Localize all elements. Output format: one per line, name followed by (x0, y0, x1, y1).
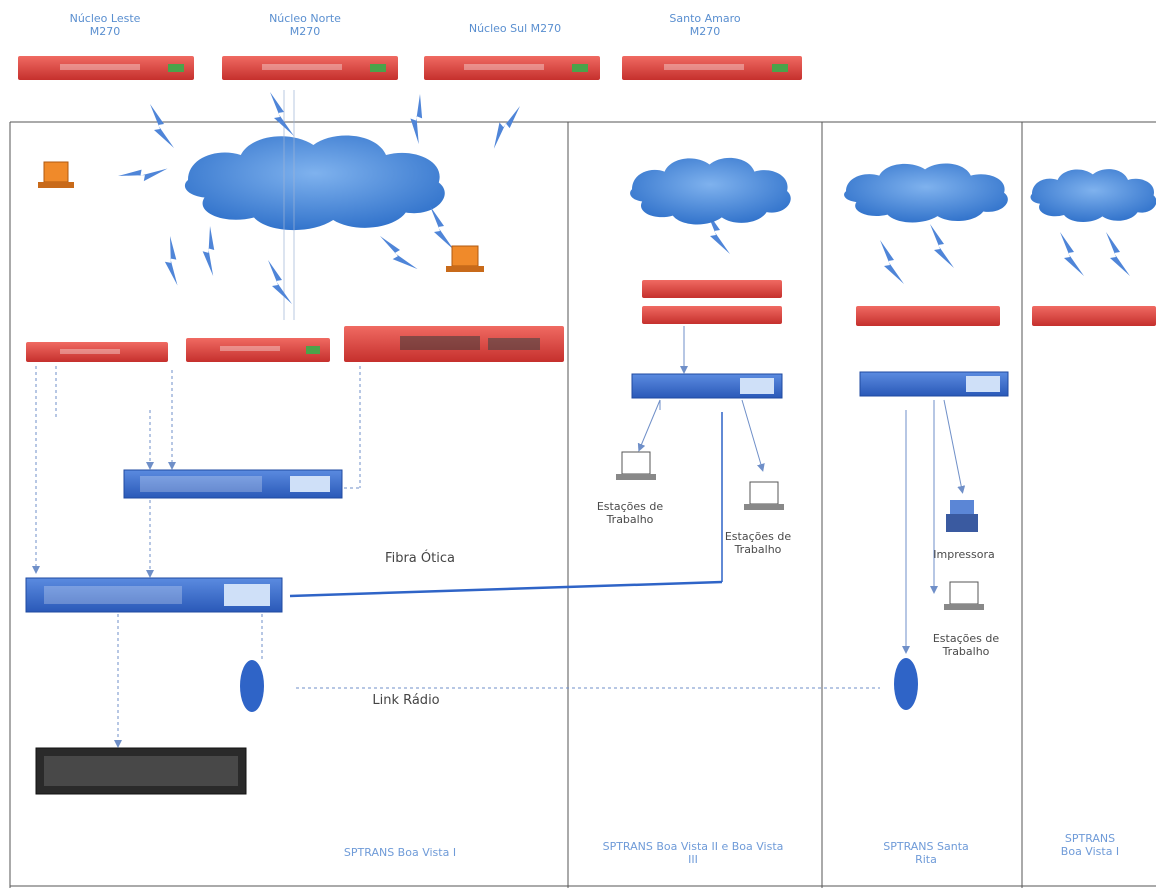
top-firewall-4 (622, 56, 802, 80)
top-device-label-3: Núcleo Sul M270 (468, 22, 562, 35)
top-firewall-3 (424, 56, 600, 80)
firewall-icon (642, 280, 782, 324)
main-cloud-icon (184, 135, 445, 231)
firewall-icon (1032, 306, 1156, 326)
laptop-icon (944, 581, 984, 610)
zone-label-santa-rita: SPTRANS Santa Rita (883, 840, 969, 866)
server-icon (35, 747, 247, 795)
radio-label: Link Rádio (372, 693, 440, 708)
switch-icon (859, 371, 1009, 397)
top-device-label-2: Núcleo Norte M270 (269, 12, 341, 38)
firewall-icon (856, 306, 1000, 326)
workstations-label-3: Estações de Trabalho (932, 632, 1000, 658)
top-firewall-1 (18, 56, 194, 80)
firewall-m-series (344, 326, 564, 362)
switch-icon (123, 469, 343, 499)
printer-label: Impressora (933, 548, 995, 561)
radio-antenna-icon (894, 658, 918, 710)
zone4-cloud-icon (1030, 169, 1156, 223)
zone-borders (9, 121, 1156, 888)
laptop-icon (744, 481, 784, 510)
radio-antenna-icon (240, 660, 264, 712)
top-device-label-1: Núcleo Leste M270 (69, 12, 141, 38)
laptop-icon (616, 451, 656, 480)
zone-label-boa-vista-1b: SPTRANS Boa Vista I (1060, 832, 1120, 858)
fiber-label: Fibra Ótica (385, 551, 455, 566)
switch-icon (631, 373, 783, 399)
core-switch-icon (25, 577, 283, 613)
zone3-cloud-icon (844, 163, 1008, 223)
fiber-link (289, 412, 723, 598)
workstations-label-1: Estações de Trabalho (596, 500, 664, 526)
firewall-icon (26, 342, 168, 362)
laptop-icon (38, 161, 74, 188)
top-device-label-4: Santo Amaro M270 (669, 12, 741, 38)
zone2-cloud-icon (630, 157, 791, 225)
zone-label-boa-vista-1: SPTRANS Boa Vista I (343, 846, 457, 859)
connection-lines (32, 366, 880, 748)
top-firewall-2 (222, 56, 398, 80)
printer-icon (946, 500, 978, 532)
laptop-icon (446, 245, 484, 272)
firewall-icon (186, 338, 330, 362)
zone-label-boa-vista-2-3: SPTRANS Boa Vista II e Boa Vista III (602, 840, 784, 866)
workstations-label-2: Estações de Trabalho (724, 530, 792, 556)
